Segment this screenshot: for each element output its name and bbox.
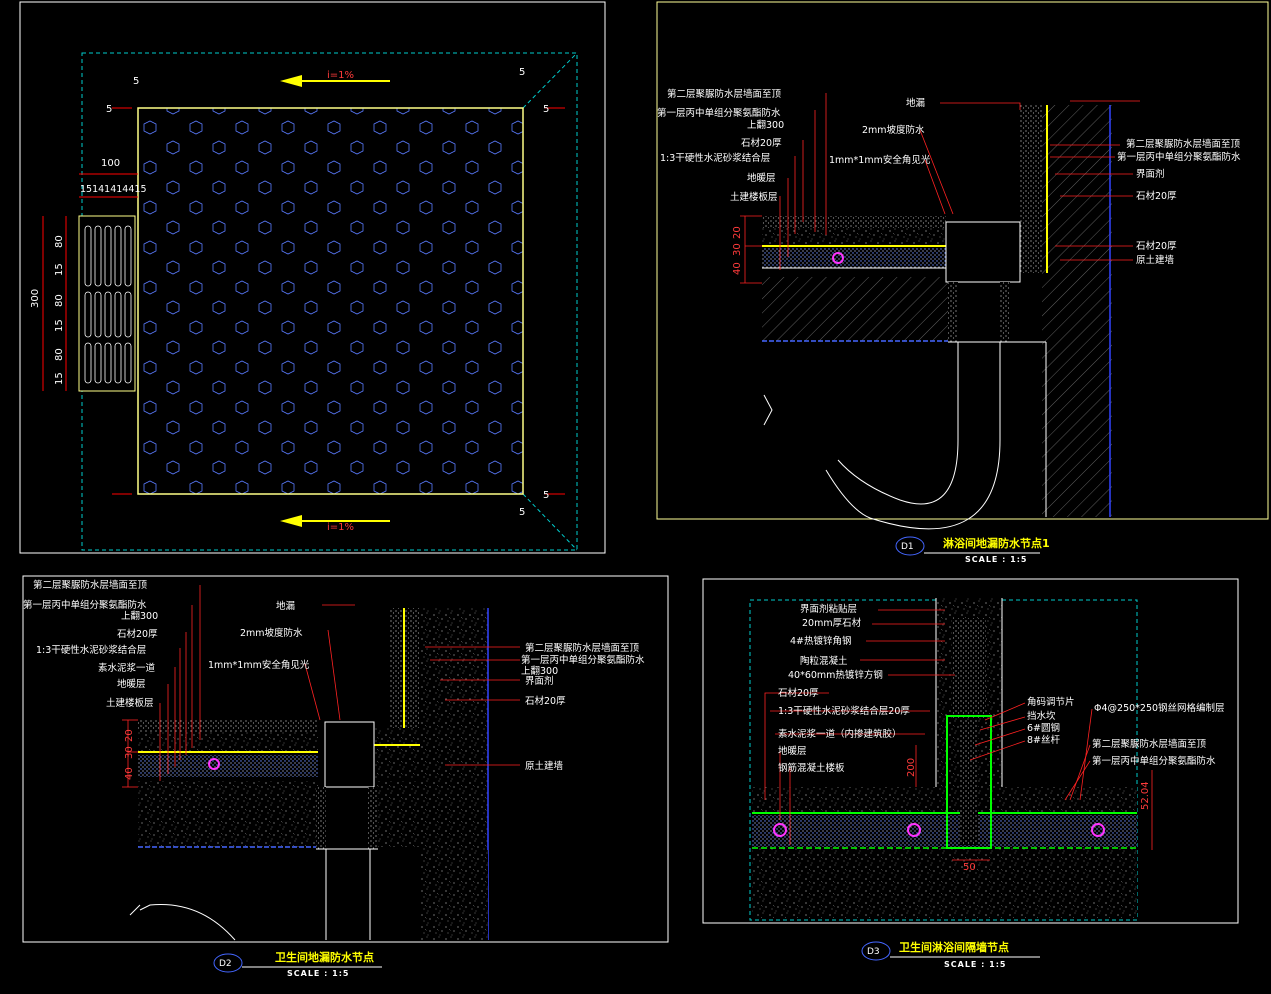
d1-label-left-5: 地暖层 <box>747 172 776 184</box>
plan-dim-small: 15141414415 <box>80 184 147 195</box>
d3-dim-50: 50 <box>963 862 976 873</box>
plan-slope-top: i=1% <box>327 70 354 81</box>
d1-label-left-4: 1:3干硬性水泥砂浆结合层 <box>660 152 770 164</box>
d2-label-mid-1: 2mm坡度防水 <box>240 627 303 639</box>
d3-label-lt-3: 陶粒混凝土 <box>800 655 848 667</box>
d1-label-right-5: 原土建墙 <box>1136 254 1175 266</box>
d2-label-left-0: 第二层聚脲防水层墙面至顶 <box>33 579 148 591</box>
plan-dim-5d: 5 <box>543 490 549 501</box>
d3-label-lt-2: 4#热镀锌角钢 <box>790 635 852 647</box>
d1-label-right-4: 石材20厚 <box>1136 240 1177 252</box>
d2-label-mid-0: 地漏 <box>276 600 295 612</box>
d1-dim-40: 40 <box>732 262 743 275</box>
d2-label-right-0: 第二层聚脲防水层墙面至顶 <box>525 642 640 654</box>
d1-label-left-1: 第一层丙中单组分聚氨酯防水 <box>657 107 781 119</box>
d1-label-right-0: 第二层聚脲防水层墙面至顶 <box>1126 138 1241 150</box>
d3-tag: D3 <box>867 947 880 957</box>
d2-label-right-1: 第一层丙中单组分聚氨酯防水 <box>521 654 645 666</box>
plan-dim-100: 100 <box>101 158 120 169</box>
plan-dim-v3: 15 <box>54 319 65 332</box>
d1-label-mid-1: 2mm坡度防水 <box>862 124 925 136</box>
d3-label-lb-2: 素水泥浆一道（内掺建筑胶） <box>778 728 902 740</box>
d2-label-left-3: 石材20厚 <box>117 628 158 640</box>
plan-dim-5a: 5 <box>133 76 139 87</box>
d2-label-right-5: 原土建墙 <box>525 760 564 772</box>
d1-title: 淋浴间地漏防水节点1 <box>943 536 1050 550</box>
d2-scale: SCALE : 1:5 <box>287 969 350 978</box>
d2-label-mid-2: 1mm*1mm安全角见光 <box>208 659 310 671</box>
section-d2: 20 30 40 第二层聚脲防水层墙面至顶 第一层丙中单组分聚氨酯防水 上翻30… <box>22 575 669 978</box>
plan-dim-300: 300 <box>30 289 41 308</box>
d1-label-mid-0: 地漏 <box>906 97 925 109</box>
plan-slope-bottom: i=1% <box>327 522 354 533</box>
d2-title: 卫生间地漏防水节点 <box>275 950 374 964</box>
section-d1: 20 30 40 第二层聚脲防水层墙面至顶 第一层丙中单组分聚氨酯防水 上翻30… <box>656 1 1269 564</box>
d2-label-right-3: 界面剂 <box>525 675 554 687</box>
plan-dim-v2: 80 <box>54 294 65 307</box>
d2-dim-30: 30 <box>124 746 135 759</box>
d1-scale: SCALE : 1:5 <box>965 555 1028 564</box>
d2-label-left-7: 土建楼板层 <box>106 697 154 709</box>
d3-label-lb-4: 钢筋混凝土楼板 <box>778 762 845 774</box>
d1-label-left-3: 石材20厚 <box>741 137 782 149</box>
plan-dim-5b: 5 <box>519 67 525 78</box>
d2-tag: D2 <box>219 959 232 969</box>
plan-dim-v4: 80 <box>54 348 65 361</box>
d1-label-right-1: 第一层丙中单组分聚氨酯防水 <box>1117 151 1241 163</box>
plan-dim-5c: 5 <box>543 104 549 115</box>
section-d3: 界面剂粘贴层 20mm厚石材 4#热镀锌角钢 陶粒混凝土 40*60mm热镀锌方… <box>702 578 1239 969</box>
plan-dim-5f: 5 <box>106 104 112 115</box>
d3-label-right-2: 第一层丙中单组分聚氨酯防水 <box>1092 755 1216 767</box>
d2-label-right-4: 石材20厚 <box>525 695 566 707</box>
d3-dim-52: 52.04 <box>1140 781 1151 810</box>
d3-label-lt-4: 40*60mm热镀锌方钢 <box>788 669 883 681</box>
d3-label-mid-2: 6#圆钢 <box>1027 722 1060 734</box>
d2-label-right-2: 上翻300 <box>521 666 558 677</box>
d3-label-lb-1: 1:3干硬性水泥砂浆结合层20厚 <box>778 705 910 717</box>
d3-dim-200: 200 <box>906 758 917 777</box>
d1-label-left-6: 土建楼板层 <box>730 191 778 203</box>
d1-dim-20: 20 <box>732 226 743 239</box>
d3-label-right-1: 第二层聚脲防水层墙面至顶 <box>1092 738 1207 750</box>
d3-label-lb-0: 石材20厚 <box>778 687 819 699</box>
d3-label-lt-0: 界面剂粘贴层 <box>800 603 857 615</box>
d1-label-right-3: 石材20厚 <box>1136 190 1177 202</box>
d1-label-left-2: 上翻300 <box>747 120 784 131</box>
plan-dim-v0: 80 <box>54 235 65 248</box>
d3-label-mid-1: 挡水坎 <box>1027 710 1056 722</box>
d1-dim-30: 30 <box>732 243 743 256</box>
d2-label-left-4: 1:3干硬性水泥砂浆结合层 <box>36 644 146 656</box>
d1-label-mid-2: 1mm*1mm安全角见光 <box>829 154 931 166</box>
d2-dim-20: 20 <box>124 729 135 742</box>
plan-view: i=1% i=1% 100 15141414415 300 80 15 <box>19 1 606 554</box>
d3-label-right-0: Φ4@250*250钢丝网格编制层 <box>1094 702 1225 714</box>
d3-label-mid-0: 角码调节片 <box>1027 696 1075 708</box>
d3-label-lb-3: 地暖层 <box>778 745 807 757</box>
plan-dim-5e: 5 <box>519 507 525 518</box>
plan-dim-v1: 15 <box>54 263 65 276</box>
d2-label-left-6: 地暖层 <box>117 678 146 690</box>
d2-dim-40: 40 <box>124 767 135 780</box>
d2-label-left-2: 上翻300 <box>121 611 158 622</box>
d3-scale: SCALE : 1:5 <box>944 960 1007 969</box>
d3-title: 卫生间淋浴间隔墙节点 <box>899 940 1009 954</box>
d2-label-left-1: 第一层丙中单组分聚氨酯防水 <box>23 599 147 611</box>
plan-dim-v5: 15 <box>54 372 65 385</box>
d1-tag: D1 <box>901 542 914 552</box>
d1-label-right-2: 界面剂 <box>1136 168 1165 180</box>
d2-label-left-5: 素水泥浆一道 <box>98 662 156 674</box>
d1-label-left-0: 第二层聚脲防水层墙面至顶 <box>667 88 782 100</box>
d3-label-mid-3: 8#丝杆 <box>1027 734 1061 746</box>
d3-label-lt-1: 20mm厚石材 <box>802 617 862 629</box>
